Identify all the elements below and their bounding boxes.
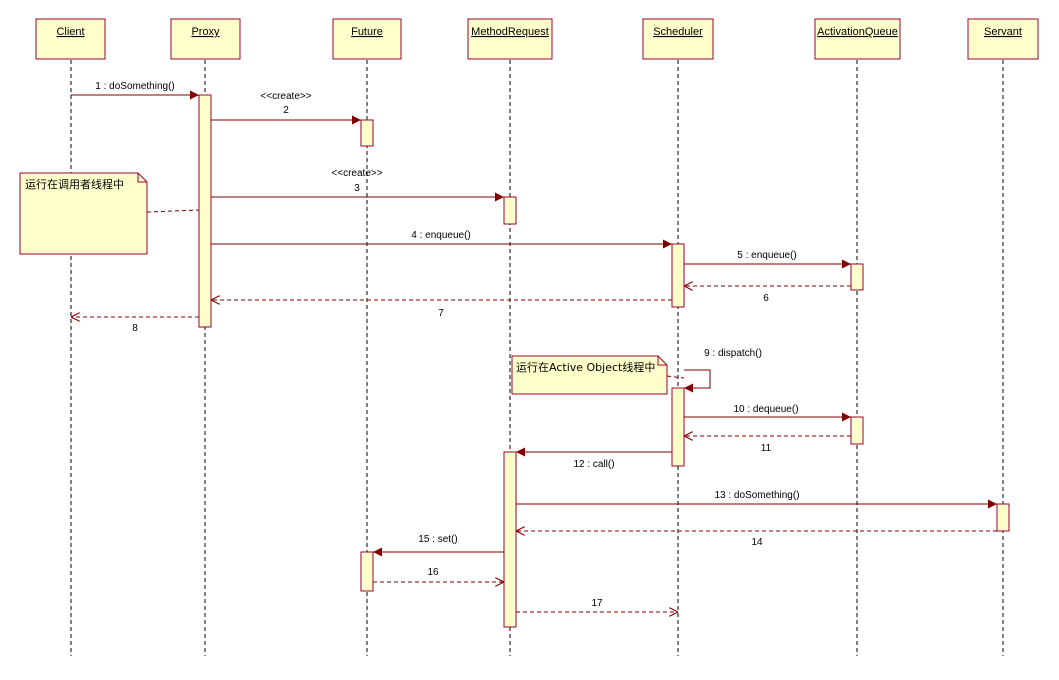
message-label: 5 : enqueue() xyxy=(737,250,797,261)
object-scheduler[interactable]: Scheduler xyxy=(642,18,714,60)
message-2[interactable]: <<create>> 2 xyxy=(211,91,361,125)
message-label: 17 xyxy=(591,598,603,609)
message-1[interactable]: 1 : doSomething() xyxy=(71,81,199,100)
notes: 运行在调用者线程中 运行在Active Object线程中 xyxy=(19,172,685,395)
object-activationqueue[interactable]: ActivationQueue xyxy=(814,18,901,60)
activation-scheduler-1[interactable] xyxy=(671,243,685,308)
message-10[interactable]: 10 : dequeue() xyxy=(684,404,851,422)
message-label: 7 xyxy=(438,308,444,319)
message-label: 11 xyxy=(761,443,772,454)
activation-proxy[interactable] xyxy=(198,94,212,328)
message-label: 8 xyxy=(132,323,138,334)
object-label-scheduler: Scheduler xyxy=(653,26,703,38)
message-label: 13 : doSomething() xyxy=(714,490,799,501)
message-stereotype: <<create>> xyxy=(331,168,382,179)
object-client[interactable]: Client xyxy=(35,18,106,60)
message-stereotype: <<create>> xyxy=(260,91,311,102)
message-label: 6 xyxy=(763,293,769,304)
message-label: 2 xyxy=(283,105,289,116)
note-caller-thread[interactable]: 运行在调用者线程中 xyxy=(19,172,200,255)
note-active-object-thread[interactable]: 运行在Active Object线程中 xyxy=(511,355,685,395)
message-8[interactable]: 8 xyxy=(71,317,199,334)
object-label-client: Client xyxy=(56,26,84,38)
message-15[interactable]: 15 : set() xyxy=(373,534,504,557)
object-future[interactable]: Future xyxy=(332,18,402,60)
message-label: 4 : enqueue() xyxy=(411,230,471,241)
message-label: 16 xyxy=(427,567,439,578)
note-text: 运行在Active Object线程中 xyxy=(516,360,655,374)
object-methodrequest[interactable]: MethodRequest xyxy=(467,18,553,60)
message-14[interactable]: 14 xyxy=(516,531,997,548)
note-connector xyxy=(666,375,685,379)
note-text: 运行在调用者线程中 xyxy=(25,177,124,191)
message-17[interactable]: 17 xyxy=(516,598,678,612)
object-label-activationqueue: ActivationQueue xyxy=(817,26,898,38)
message-3[interactable]: <<create>> 3 xyxy=(211,168,504,202)
message-16[interactable]: 16 xyxy=(373,567,504,582)
message-label: 9 : dispatch() xyxy=(704,348,762,359)
activation-activationqueue-2[interactable] xyxy=(850,416,864,445)
activation-servant[interactable] xyxy=(996,503,1010,532)
message-6[interactable]: 6 xyxy=(684,286,851,304)
activation-activationqueue-1[interactable] xyxy=(850,263,864,291)
object-servant[interactable]: Servant xyxy=(967,18,1039,60)
activation-methodrequest-1[interactable] xyxy=(503,196,517,225)
message-label: 1 : doSomething() xyxy=(95,81,175,92)
message-5[interactable]: 5 : enqueue() xyxy=(684,250,851,269)
message-7[interactable]: 7 xyxy=(211,300,672,319)
message-label: 15 : set() xyxy=(418,534,457,545)
note-connector xyxy=(146,209,200,213)
message-label: 3 xyxy=(354,183,360,194)
message-11[interactable]: 11 xyxy=(684,436,851,454)
activation-future-1[interactable] xyxy=(360,119,374,147)
object-label-proxy: Proxy xyxy=(191,26,220,38)
object-label-servant: Servant xyxy=(984,26,1022,38)
messages: 1 : doSomething() <<create>> 2 <<create>… xyxy=(71,81,997,612)
object-proxy[interactable]: Proxy xyxy=(170,18,241,60)
activation-future-2[interactable] xyxy=(360,551,374,592)
activation-scheduler-2[interactable] xyxy=(671,387,685,467)
message-13[interactable]: 13 : doSomething() xyxy=(516,490,997,509)
message-label: 14 xyxy=(751,537,763,548)
message-4[interactable]: 4 : enqueue() xyxy=(211,230,672,249)
message-12[interactable]: 12 : call() xyxy=(516,447,672,470)
object-label-future: Future xyxy=(351,26,383,38)
message-9[interactable]: 9 : dispatch() xyxy=(684,348,762,393)
message-label: 10 : dequeue() xyxy=(733,404,798,415)
object-headers: Client Proxy Future MethodRequest Schedu… xyxy=(35,18,1039,60)
activation-bars xyxy=(198,94,1010,628)
object-label-methodrequest: MethodRequest xyxy=(471,26,549,38)
activation-methodrequest-2[interactable] xyxy=(503,451,517,628)
message-label: 12 : call() xyxy=(573,459,614,470)
